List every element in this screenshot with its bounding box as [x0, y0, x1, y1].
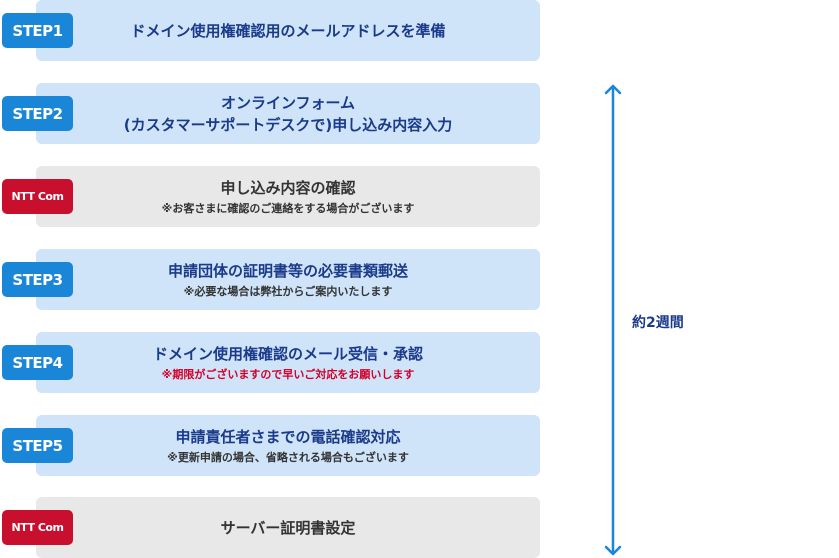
step-note: ※更新申請の場合、省略される場合もございます — [167, 451, 409, 464]
step-title: 申請責任者さまでの電話確認対応 — [175, 428, 401, 446]
flow-step: 申請責任者さまでの電話確認対応 ※更新申請の場合、省略される場合もございます STE… — [0, 415, 545, 476]
step-card: 申請団体の証明書等の必要書類郵送 ※必要な場合は弊社からご案内いたします — [36, 249, 540, 310]
step-note: ※お客さまに確認のご連絡をする場合がございます — [161, 202, 415, 215]
step-title: ドメイン使用権確認のメール受信・承認 — [152, 345, 423, 363]
step-title: ドメイン使用権確認用のメールアドレスを準備 — [130, 21, 446, 40]
step-badge: STEP3 — [2, 262, 73, 297]
step-badge: STEP5 — [2, 428, 73, 463]
step-title: サーバー証明書設定 — [220, 518, 356, 537]
step-card: ドメイン使用権確認用のメールアドレスを準備 — [36, 0, 540, 61]
duration-label: 約2週間 — [632, 315, 684, 331]
step-card: ドメイン使用権確認のメール受信・承認 ※期限がございますので早いご対応をお願いしま… — [36, 332, 540, 393]
step-title: 申し込み内容の確認 — [220, 179, 356, 197]
step-card: サーバー証明書設定 — [36, 497, 540, 558]
step-note: ※必要な場合は弊社からご案内いたします — [183, 285, 393, 298]
step-badge: STEP1 — [2, 13, 73, 48]
step-card: 申し込み内容の確認 ※お客さまに確認のご連絡をする場合がございます — [36, 166, 540, 227]
flow-step: ドメイン使用権確認用のメールアドレスを準備 STEP1 — [0, 0, 545, 61]
flow-step: オンラインフォーム (カスタマーサポートデスクで)申し込み内容入力 STEP2 — [0, 83, 545, 144]
step-title-line2: (カスタマーサポートデスクで)申し込み内容入力 — [123, 115, 453, 134]
flow-step: サーバー証明書設定 NTT Com — [0, 497, 545, 558]
ntt-com-badge: NTT Com — [2, 510, 73, 545]
flow-step: 申請団体の証明書等の必要書類郵送 ※必要な場合は弊社からご案内いたします STEP3 — [0, 249, 545, 310]
step-title: オンラインフォーム — [220, 93, 356, 112]
step-card: オンラインフォーム (カスタマーサポートデスクで)申し込み内容入力 — [36, 83, 540, 144]
step-badge: STEP2 — [2, 96, 73, 131]
step-title: 申請団体の証明書等の必要書類郵送 — [167, 262, 408, 280]
flow-step: 申し込み内容の確認 ※お客さまに確認のご連絡をする場合がございます NTT Com — [0, 166, 545, 227]
ntt-com-badge: NTT Com — [2, 179, 73, 214]
step-card: 申請責任者さまでの電話確認対応 ※更新申請の場合、省略される場合もございます — [36, 415, 540, 476]
flow-step: ドメイン使用権確認のメール受信・承認 ※期限がございますので早いご対応をお願いしま… — [0, 332, 545, 393]
step-warning-note: ※期限がございますので早いご対応をお願いします — [161, 368, 415, 381]
duration-arrow — [604, 84, 622, 556]
step-badge: STEP4 — [2, 345, 73, 380]
